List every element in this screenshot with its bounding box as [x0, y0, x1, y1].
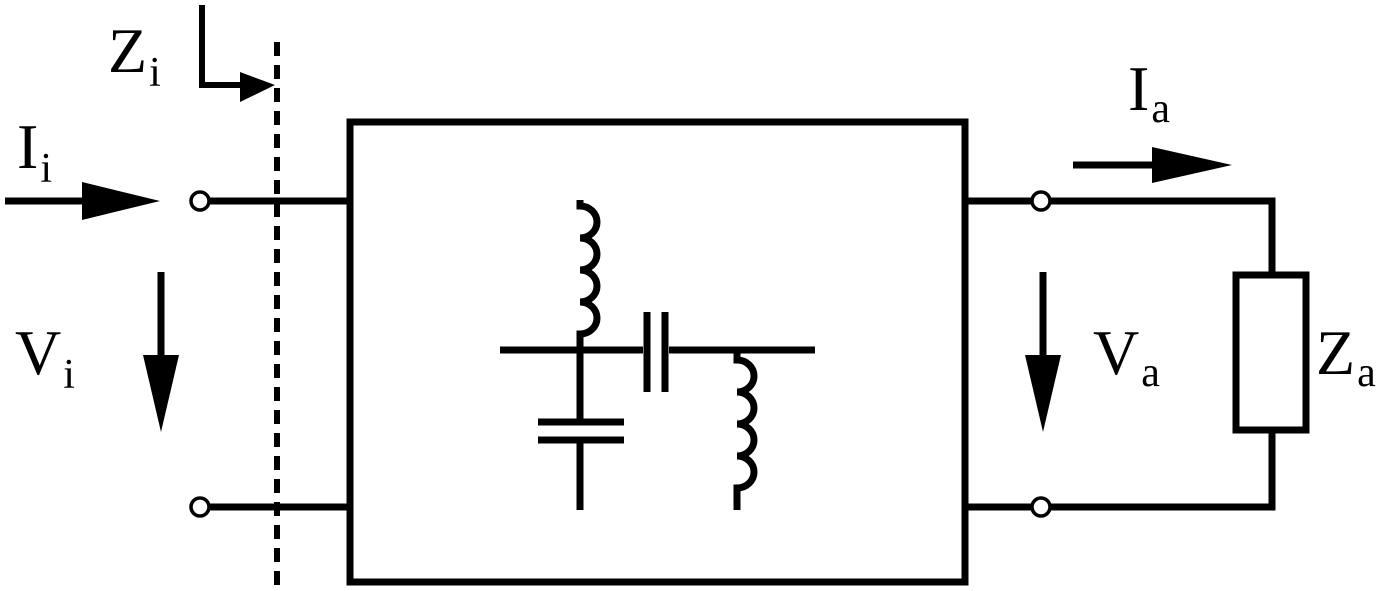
input-top-terminal: [189, 190, 211, 212]
output-top-terminal: [1030, 190, 1052, 212]
input-current-arrow: [5, 182, 160, 220]
input-bottom-terminal: [189, 496, 211, 518]
output-current-arrow: [1073, 147, 1232, 183]
top-inductor: [576, 200, 601, 350]
right-inductor: [733, 350, 758, 510]
two-port-network-box: [346, 118, 969, 586]
output-voltage-label: Va: [1093, 317, 1160, 396]
input-impedance-label: Zi: [108, 15, 161, 96]
input-voltage-arrow: [143, 272, 179, 432]
output-top-wire-right: [1050, 197, 1276, 275]
output-voltage-arrow: [1025, 272, 1061, 432]
output-current-label: Ia: [1128, 53, 1170, 132]
input-impedance-arrow: [199, 5, 275, 102]
load-impedance-label: Za: [1316, 317, 1376, 396]
output-bottom-terminal: [1030, 496, 1052, 518]
input-current-label: Ii: [17, 111, 52, 192]
internal-network: [500, 200, 815, 510]
load-impedance-box: [1232, 271, 1310, 434]
output-bottom-wire-right: [1050, 430, 1276, 511]
input-voltage-label: Vi: [15, 317, 75, 398]
